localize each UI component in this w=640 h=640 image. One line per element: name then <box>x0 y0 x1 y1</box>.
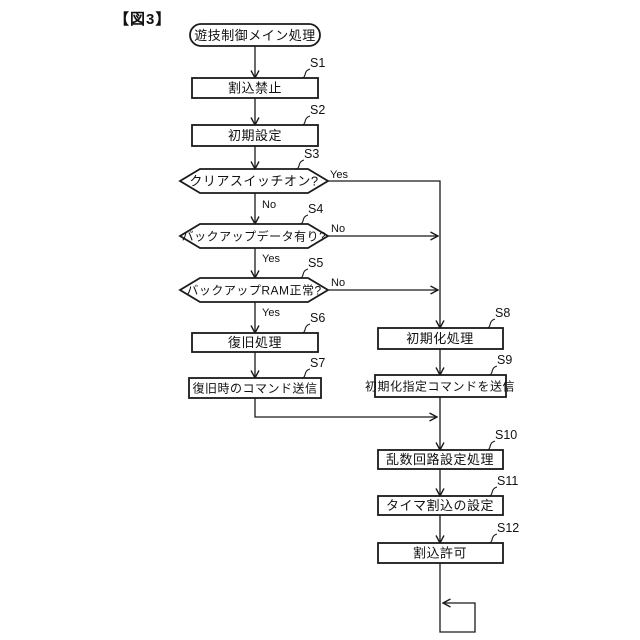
branch-label-s3-no: No <box>262 199 276 211</box>
branch-label-s3-yes: Yes <box>330 169 348 181</box>
s3-label: クリアスイッチオン? <box>189 174 318 189</box>
s7-label: 復旧時のコマンド送信 <box>192 381 317 396</box>
step-label-s1: S1 <box>301 56 325 79</box>
step-label-s12: S12 <box>488 521 519 544</box>
node-s6: 復旧処理 <box>191 332 319 353</box>
s3-decision-shape <box>178 168 330 194</box>
s6-label: 復旧処理 <box>228 335 282 350</box>
s4-decision-shape <box>178 223 330 249</box>
branch-label-s5-yes: Yes <box>262 307 280 319</box>
s8-label: 初期化処理 <box>406 331 474 346</box>
step-label-s9: S9 <box>488 353 512 376</box>
s4-label: バックアップデータ有り? <box>182 229 327 244</box>
edge-s3-s8-yes <box>328 180 440 328</box>
svg-text:S12: S12 <box>497 521 519 535</box>
s12-process-shape <box>377 542 504 564</box>
start-terminal-shape <box>189 23 321 47</box>
s1-process-shape <box>191 77 319 99</box>
edge-main-loop <box>439 563 476 633</box>
svg-text:S2: S2 <box>310 103 325 117</box>
figure-label: 【図3】 <box>114 10 171 28</box>
s2-label: 初期設定 <box>228 128 282 143</box>
node-s10: 乱数回路設定処理 <box>377 449 504 470</box>
edge-s7-merge <box>254 398 437 417</box>
svg-text:S7: S7 <box>310 356 325 370</box>
node-s5: バックアップRAM正常? <box>178 277 330 303</box>
s7-process-shape <box>188 377 322 399</box>
s10-label: 乱数回路設定処理 <box>386 452 494 467</box>
step-label-s7: S7 <box>301 356 325 379</box>
step-label-s5: S5 <box>299 256 323 279</box>
s10-process-shape <box>377 449 504 470</box>
node-s11: タイマ割込の設定 <box>377 495 504 516</box>
s12-label: 割込許可 <box>413 546 467 561</box>
s6-process-shape <box>191 332 319 353</box>
s11-label: タイマ割込の設定 <box>386 498 494 513</box>
svg-text:S6: S6 <box>310 311 325 325</box>
branch-label-s4-no: No <box>331 223 345 235</box>
node-s1: 割込禁止 <box>191 77 319 99</box>
start-label: 遊技制御メイン処理 <box>194 28 316 43</box>
s5-label: バックアップRAM正常? <box>186 284 321 298</box>
svg-text:S5: S5 <box>308 256 323 270</box>
branch-label-s5-no: No <box>331 277 345 289</box>
step-label-s8: S8 <box>486 306 510 329</box>
branch-label-s4-yes: Yes <box>262 253 280 265</box>
node-start: 遊技制御メイン処理 <box>189 23 321 47</box>
s11-process-shape <box>377 495 504 516</box>
step-label-s4: S4 <box>299 202 323 225</box>
svg-text:S1: S1 <box>310 56 325 70</box>
svg-text:S4: S4 <box>308 202 323 216</box>
s5-decision-shape <box>178 277 330 303</box>
step-label-s3: S3 <box>295 147 319 170</box>
node-s4: バックアップデータ有り? <box>178 223 330 249</box>
svg-text:S8: S8 <box>495 306 510 320</box>
s9-process-shape <box>374 374 507 398</box>
svg-text:S11: S11 <box>497 474 518 488</box>
s8-process-shape <box>377 327 504 350</box>
step-label-s2: S2 <box>301 103 325 126</box>
s2-process-shape <box>191 124 319 147</box>
step-label-s10: S10 <box>486 428 517 451</box>
node-s7: 復旧時のコマンド送信 <box>188 377 322 399</box>
node-s12: 割込許可 <box>377 542 504 564</box>
svg-text:S9: S9 <box>497 353 512 367</box>
node-s8: 初期化処理 <box>377 327 504 350</box>
step-label-s6: S6 <box>301 311 325 334</box>
node-s2: 初期設定 <box>191 124 319 147</box>
node-s9: 初期化指定コマンドを送信 <box>365 374 515 398</box>
node-s3: クリアスイッチオン? <box>178 168 330 194</box>
step-label-s11: S11 <box>488 474 518 497</box>
svg-text:S10: S10 <box>495 428 517 442</box>
s9-label: 初期化指定コマンドを送信 <box>365 379 515 394</box>
s1-label: 割込禁止 <box>228 81 282 96</box>
svg-text:S3: S3 <box>304 147 319 161</box>
